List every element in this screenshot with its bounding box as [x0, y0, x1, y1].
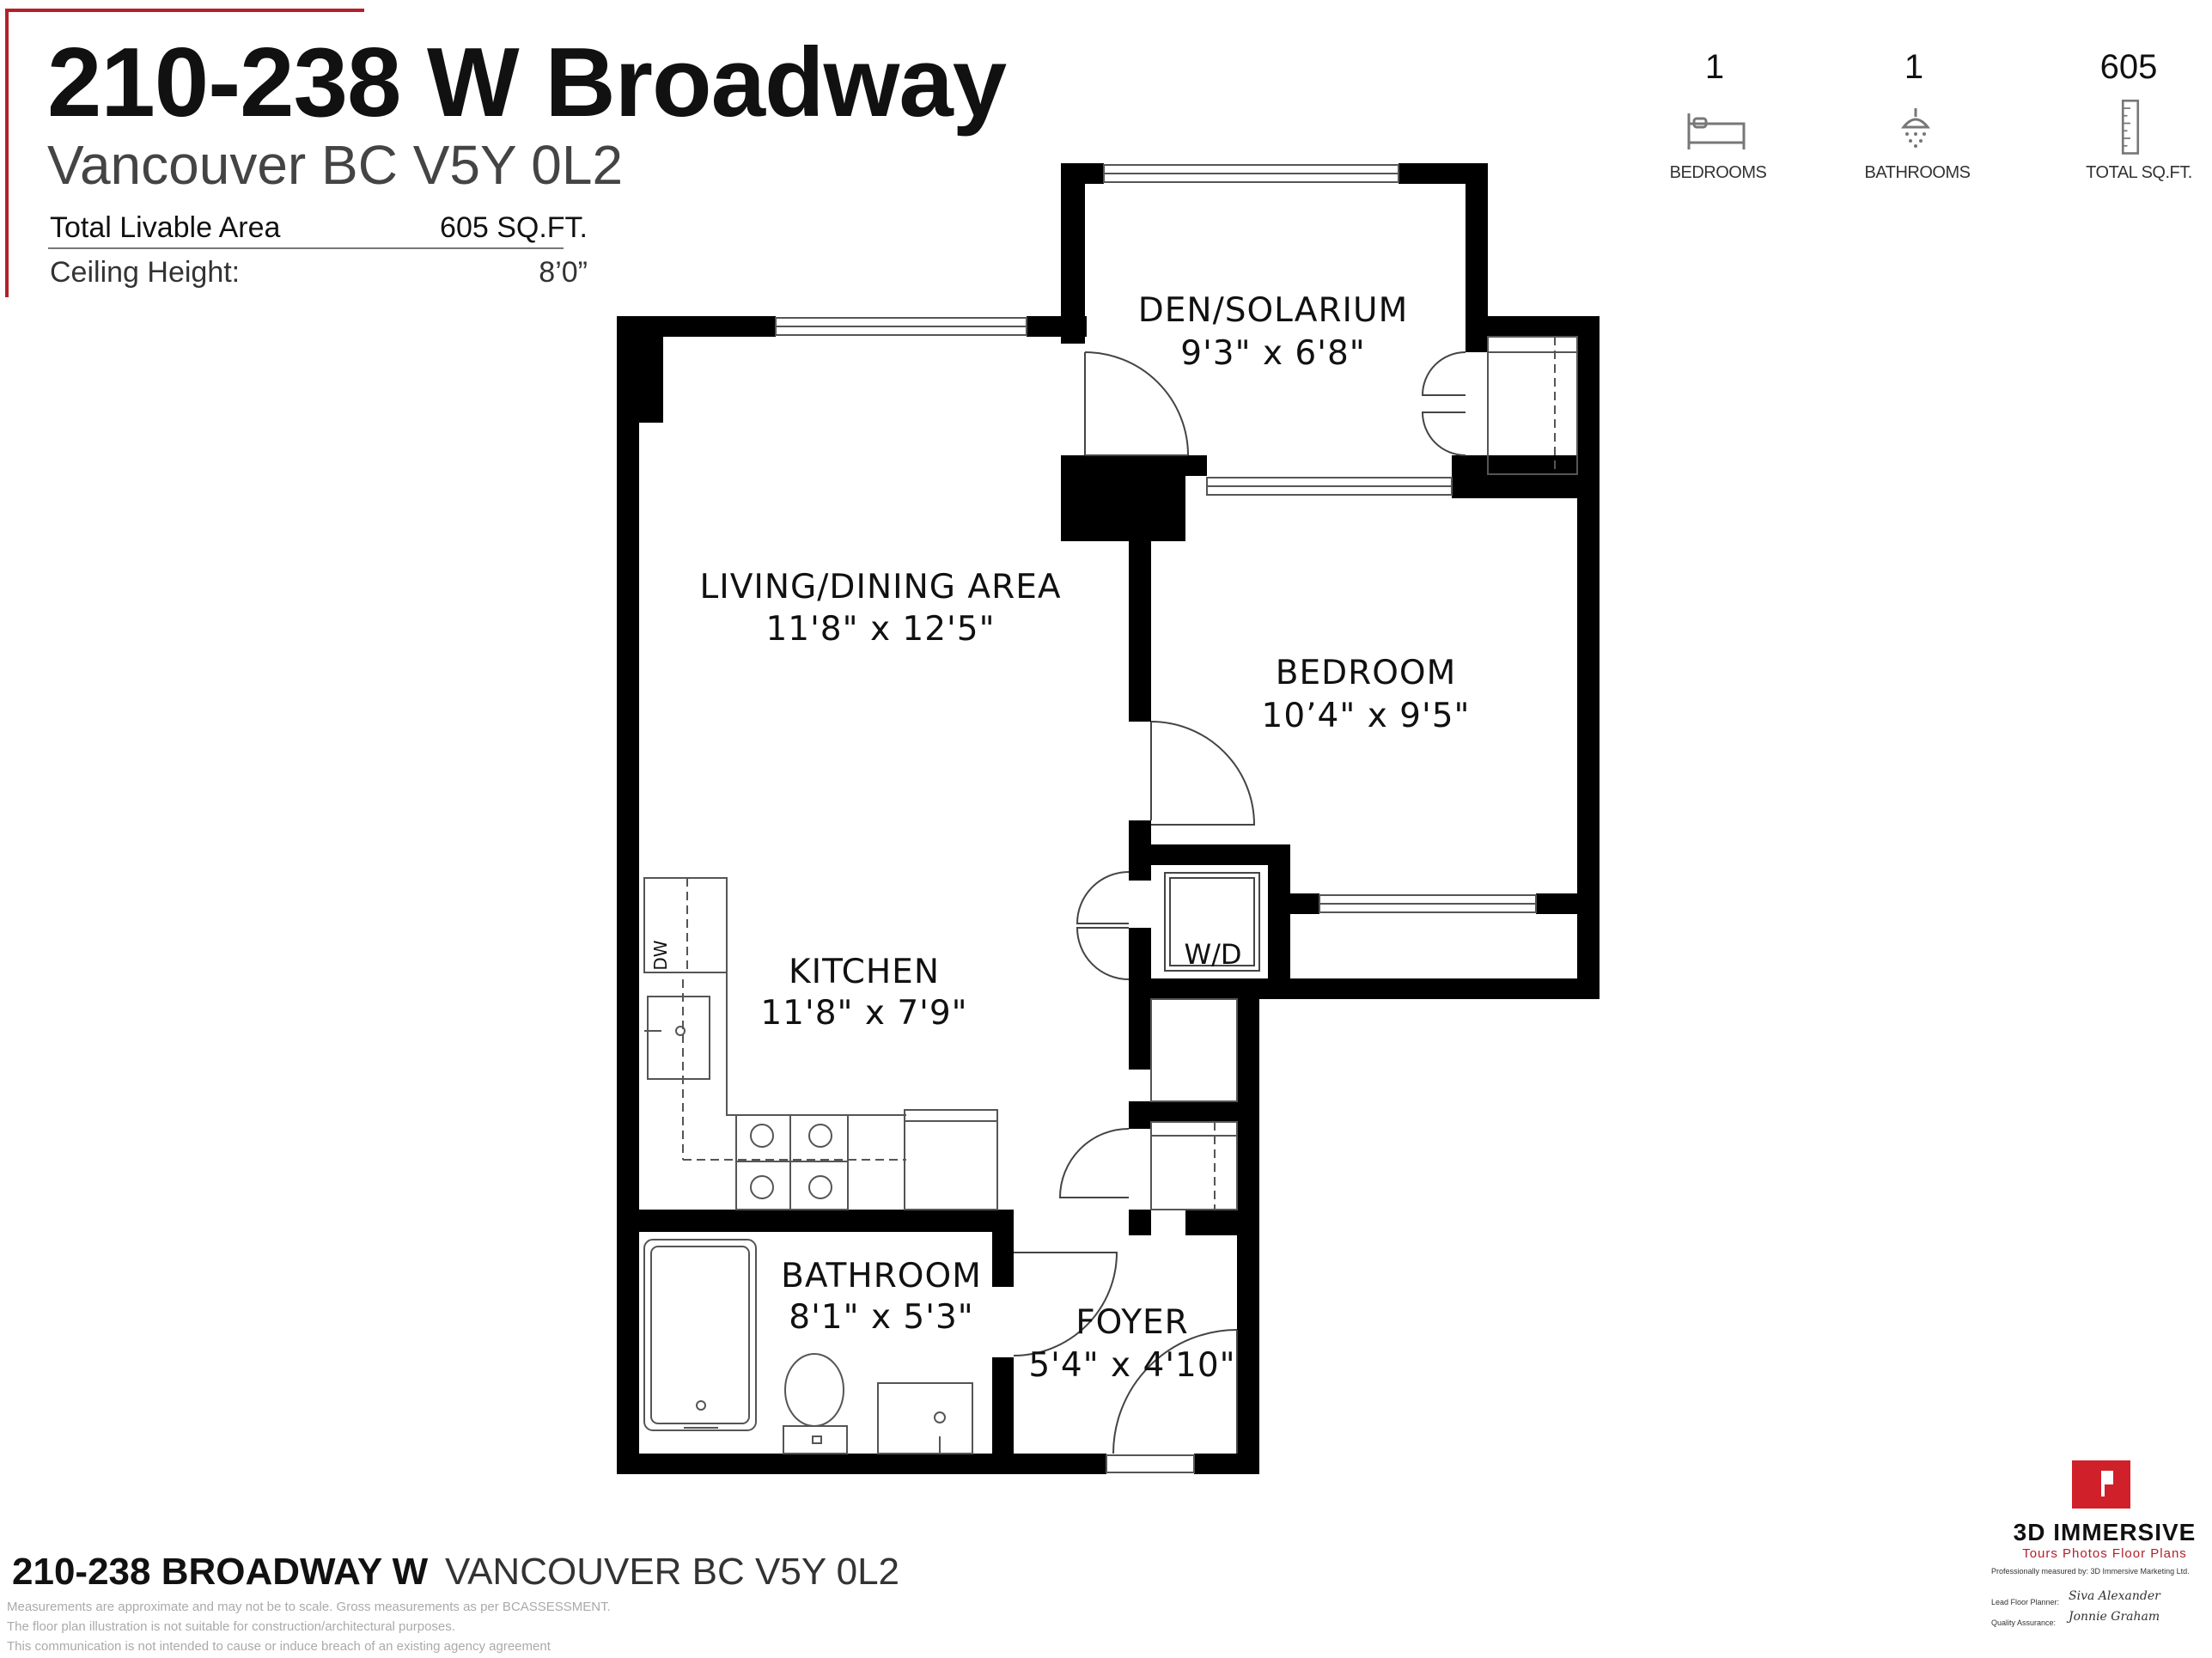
wall-bedroom-balcony-south: [1129, 978, 1600, 999]
wall-column: [1061, 455, 1185, 541]
room-size-den: 9'3" x 6'8": [1180, 334, 1365, 373]
bathtub: [643, 1239, 757, 1431]
walls: [617, 163, 1600, 1474]
wall-den-south-right: [1452, 455, 1598, 498]
kitchen-sink: [647, 996, 710, 1080]
room-size-foyer: 5'4" x 4'10": [1028, 1346, 1235, 1385]
qa-label: Quality Assurance:: [1991, 1618, 2057, 1627]
brand-name: 3D IMMERSIVE: [2013, 1519, 2197, 1545]
wall-hall-west-upper: [1129, 999, 1151, 1070]
wall-closet-south: [1185, 1210, 1258, 1235]
spec-label-ceiling: Ceiling Height:: [50, 256, 241, 289]
brand-logo-icon: [2072, 1460, 2130, 1509]
room-size-kitchen: 11'8" x 7'9": [760, 994, 967, 1033]
room-name-bedroom: BEDROOM: [1276, 654, 1457, 692]
door-den-closet-bottom: [1421, 411, 1466, 456]
stat-bathrooms-label: BATHROOMS: [1864, 163, 1971, 182]
washer-dryer: [1164, 872, 1260, 972]
closet-shelving: [1150, 998, 1238, 1210]
wall-den-north-left: [1061, 163, 1104, 184]
disclaimer-line-1: Measurements are approximate and may not…: [7, 1600, 611, 1614]
room-size-bathroom: 8'1" x 5'3": [789, 1298, 973, 1337]
wall-bedroom-south-left: [1268, 893, 1319, 914]
room-name-laundry: W/D: [1184, 938, 1241, 971]
stat-sqft-label: TOTAL SQ.FT.: [2086, 163, 2192, 182]
header-accent-bar: [5, 9, 9, 297]
lead-planner-label: Lead Floor Planner:: [1991, 1598, 2060, 1606]
room-size-living: 11'8" x 12'5": [765, 610, 995, 649]
header-accent-rule: [5, 9, 364, 12]
spec-value-area: 605 SQ.FT.: [440, 211, 588, 244]
wall-bath-north: [617, 1210, 1014, 1232]
wall-den-west-upper: [1061, 163, 1085, 344]
qa-signature: Jonnie Graham: [2069, 1610, 2160, 1624]
footer-address-bold: 210-238 BROADWAY W: [12, 1551, 429, 1593]
stat-sqft-value: 605: [2099, 48, 2158, 86]
spec-divider: [48, 247, 564, 249]
wall-south-right: [1194, 1454, 1259, 1474]
room-name-bathroom: BATHROOM: [781, 1257, 982, 1295]
wall-laundry-north: [1129, 844, 1289, 865]
wall-south-left: [617, 1454, 1106, 1474]
den-shelving: [1487, 336, 1578, 475]
door-closet: [1058, 1128, 1130, 1198]
kitchen-counters: [643, 877, 998, 1210]
page-subtitle: Vancouver BC V5Y 0L2: [47, 134, 624, 196]
footer-address-rest: VANCOUVER BC V5Y 0L2: [445, 1551, 900, 1593]
wall-hall-east: [1237, 999, 1259, 1474]
brand-tagline: Tours Photos Floor Plans: [2022, 1546, 2187, 1561]
disclaimer-line-2: The floor plan illustration is not suita…: [7, 1619, 455, 1634]
page-title: 210-238 W Broadway: [47, 28, 1007, 137]
wall-bedroom-south-right: [1536, 893, 1600, 914]
stat-bedrooms-value: 1: [1704, 48, 1725, 86]
brand-credit: Professionally measured by: 3D Immersive…: [1991, 1567, 2190, 1576]
wall-bath-east-upper: [992, 1210, 1014, 1287]
room-name-den: DEN/SOLARIUM: [1138, 291, 1409, 330]
bathroom-fixtures: [643, 1239, 973, 1454]
room-name-foyer: FOYER: [1076, 1303, 1189, 1342]
refrigerator: [904, 1109, 998, 1210]
window-foyer-door-threshold: [1106, 1454, 1195, 1473]
disclaimer-line-3: This communication is not intended to ca…: [7, 1639, 551, 1654]
door-laundry-top: [1076, 871, 1130, 924]
bed-icon: [1687, 113, 1746, 149]
stat-bedrooms-label: BEDROOMS: [1669, 163, 1767, 182]
wall-laundry-west: [1129, 865, 1151, 881]
room-size-bedroom: 10’4" x 9'5": [1262, 697, 1471, 735]
wall-closet-west: [1129, 1101, 1151, 1129]
spec-label-area: Total Livable Area: [50, 211, 281, 244]
doors: [1013, 351, 1466, 1454]
shower-icon: [1900, 108, 1931, 148]
wall-west: [617, 316, 639, 1474]
door-den-closet-top: [1421, 351, 1466, 396]
wall-east: [1577, 316, 1600, 999]
wall-west-pier: [639, 316, 663, 423]
windows: [775, 164, 1537, 1473]
lead-planner-signature: Siva Alexander: [2069, 1589, 2160, 1603]
bathroom-vanity: [877, 1382, 973, 1454]
dishwasher-label: DW: [650, 940, 671, 970]
toilet: [784, 1353, 844, 1427]
stat-bathrooms-value: 1: [1904, 48, 1924, 86]
door-laundry-bottom: [1076, 927, 1130, 980]
room-name-living: LIVING/DINING AREA: [699, 568, 1061, 607]
spec-value-ceiling: 8’0”: [539, 256, 588, 289]
door-bathroom: [1013, 1252, 1118, 1356]
wall-closet-west-lower: [1129, 1210, 1151, 1235]
wall-laundry-east: [1268, 844, 1290, 999]
room-name-kitchen: KITCHEN: [789, 953, 940, 991]
ruler-icon: [2121, 99, 2140, 155]
wall-bedroom-west-upper: [1129, 498, 1151, 722]
